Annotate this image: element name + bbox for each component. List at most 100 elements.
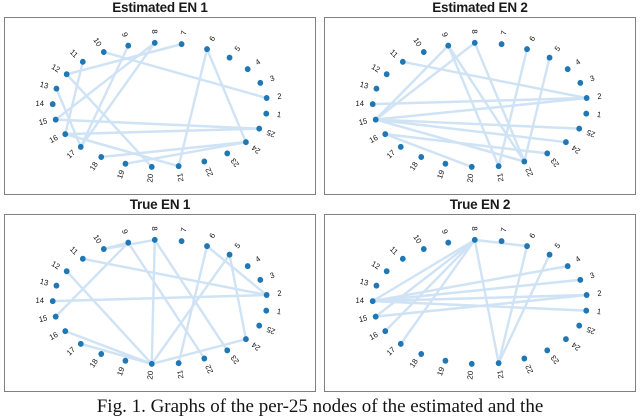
- graph-node[interactable]: [471, 236, 478, 243]
- graph-node[interactable]: [98, 350, 105, 357]
- graph-node[interactable]: [495, 163, 502, 170]
- graph-node[interactable]: [244, 66, 251, 73]
- graph-node[interactable]: [263, 292, 270, 299]
- graph-node[interactable]: [577, 79, 584, 86]
- graph-node[interactable]: [77, 340, 84, 347]
- graph-node[interactable]: [498, 238, 505, 245]
- graph-node[interactable]: [418, 350, 425, 357]
- graph-node[interactable]: [63, 268, 70, 275]
- graph-node[interactable]: [399, 255, 406, 262]
- graph-node[interactable]: [521, 355, 528, 362]
- graph-node[interactable]: [243, 139, 249, 146]
- graph-node[interactable]: [243, 336, 249, 343]
- graph-node[interactable]: [373, 85, 380, 92]
- graph-node[interactable]: [544, 347, 551, 354]
- graph-node[interactable]: [445, 42, 452, 49]
- graph-node[interactable]: [373, 282, 380, 289]
- graph-node[interactable]: [576, 125, 583, 132]
- graph-node[interactable]: [442, 160, 449, 167]
- graph-node[interactable]: [382, 131, 389, 138]
- graph-node[interactable]: [257, 79, 264, 86]
- graph-node[interactable]: [62, 328, 69, 335]
- graph-node[interactable]: [263, 110, 270, 117]
- graph-node[interactable]: [178, 41, 185, 48]
- graph-node[interactable]: [49, 298, 56, 305]
- graph-node[interactable]: [524, 46, 530, 53]
- graph-node[interactable]: [383, 268, 390, 275]
- graph-node[interactable]: [372, 313, 379, 320]
- graph-node[interactable]: [263, 95, 270, 102]
- graph-node[interactable]: [148, 163, 155, 170]
- graph-node[interactable]: [201, 355, 208, 362]
- graph-node[interactable]: [544, 150, 551, 157]
- graph-node[interactable]: [49, 101, 56, 108]
- graph-node[interactable]: [257, 276, 264, 283]
- graph-node[interactable]: [524, 243, 530, 250]
- graph-node[interactable]: [564, 66, 571, 73]
- graph-node[interactable]: [256, 125, 263, 132]
- graph-node[interactable]: [576, 322, 583, 329]
- graph-node[interactable]: [563, 336, 569, 343]
- graph-node[interactable]: [369, 298, 376, 305]
- graph-node[interactable]: [178, 238, 185, 245]
- graph-node[interactable]: [175, 360, 182, 367]
- graph-node[interactable]: [383, 71, 390, 78]
- graph-node[interactable]: [369, 101, 376, 108]
- graph-node[interactable]: [583, 292, 590, 299]
- graph-node[interactable]: [372, 116, 379, 123]
- graph-node[interactable]: [224, 347, 231, 354]
- graph-node[interactable]: [442, 357, 449, 364]
- graph-node[interactable]: [583, 95, 590, 102]
- graph-node[interactable]: [546, 251, 553, 258]
- graph-node[interactable]: [263, 307, 270, 314]
- graph-node[interactable]: [495, 360, 502, 367]
- graph-node[interactable]: [420, 49, 427, 56]
- graph-node[interactable]: [468, 360, 475, 367]
- graph-node[interactable]: [77, 143, 84, 150]
- graph-node[interactable]: [63, 71, 70, 78]
- graph-node[interactable]: [52, 116, 59, 123]
- graph-node[interactable]: [563, 139, 569, 146]
- graph-node[interactable]: [53, 282, 60, 289]
- graph-node[interactable]: [122, 160, 129, 167]
- graph-node[interactable]: [397, 143, 404, 150]
- graph-node[interactable]: [148, 360, 155, 367]
- graph-node[interactable]: [244, 263, 251, 270]
- graph-node[interactable]: [256, 322, 263, 329]
- graph-node[interactable]: [498, 41, 505, 48]
- graph-node[interactable]: [100, 246, 107, 253]
- graph-node[interactable]: [122, 357, 129, 364]
- graph-node[interactable]: [79, 58, 86, 65]
- graph-node[interactable]: [53, 85, 60, 92]
- graph-node[interactable]: [151, 236, 158, 243]
- graph-node[interactable]: [583, 307, 590, 314]
- graph-node[interactable]: [125, 42, 132, 49]
- graph-node[interactable]: [62, 131, 69, 138]
- graph-node[interactable]: [151, 39, 158, 46]
- graph-node[interactable]: [468, 163, 475, 170]
- graph-node[interactable]: [382, 328, 389, 335]
- graph-node[interactable]: [521, 158, 528, 165]
- graph-node[interactable]: [175, 163, 182, 170]
- graph-node[interactable]: [204, 46, 210, 53]
- graph-node[interactable]: [583, 110, 590, 117]
- graph-node[interactable]: [224, 150, 231, 157]
- graph-node[interactable]: [79, 255, 86, 262]
- graph-node[interactable]: [471, 39, 478, 46]
- graph-node[interactable]: [201, 158, 208, 165]
- graph-node[interactable]: [98, 153, 105, 160]
- graph-node[interactable]: [125, 239, 132, 246]
- graph-node[interactable]: [226, 251, 233, 258]
- graph-node[interactable]: [399, 58, 406, 65]
- graph-node[interactable]: [418, 153, 425, 160]
- graph-node[interactable]: [397, 340, 404, 347]
- graph-node[interactable]: [52, 313, 59, 320]
- graph-node[interactable]: [577, 276, 584, 283]
- graph-node[interactable]: [564, 263, 571, 270]
- graph-node[interactable]: [226, 54, 233, 61]
- graph-node[interactable]: [445, 239, 452, 246]
- graph-node[interactable]: [204, 243, 210, 250]
- graph-node[interactable]: [420, 246, 427, 253]
- graph-node[interactable]: [100, 49, 107, 56]
- graph-node[interactable]: [546, 54, 553, 61]
